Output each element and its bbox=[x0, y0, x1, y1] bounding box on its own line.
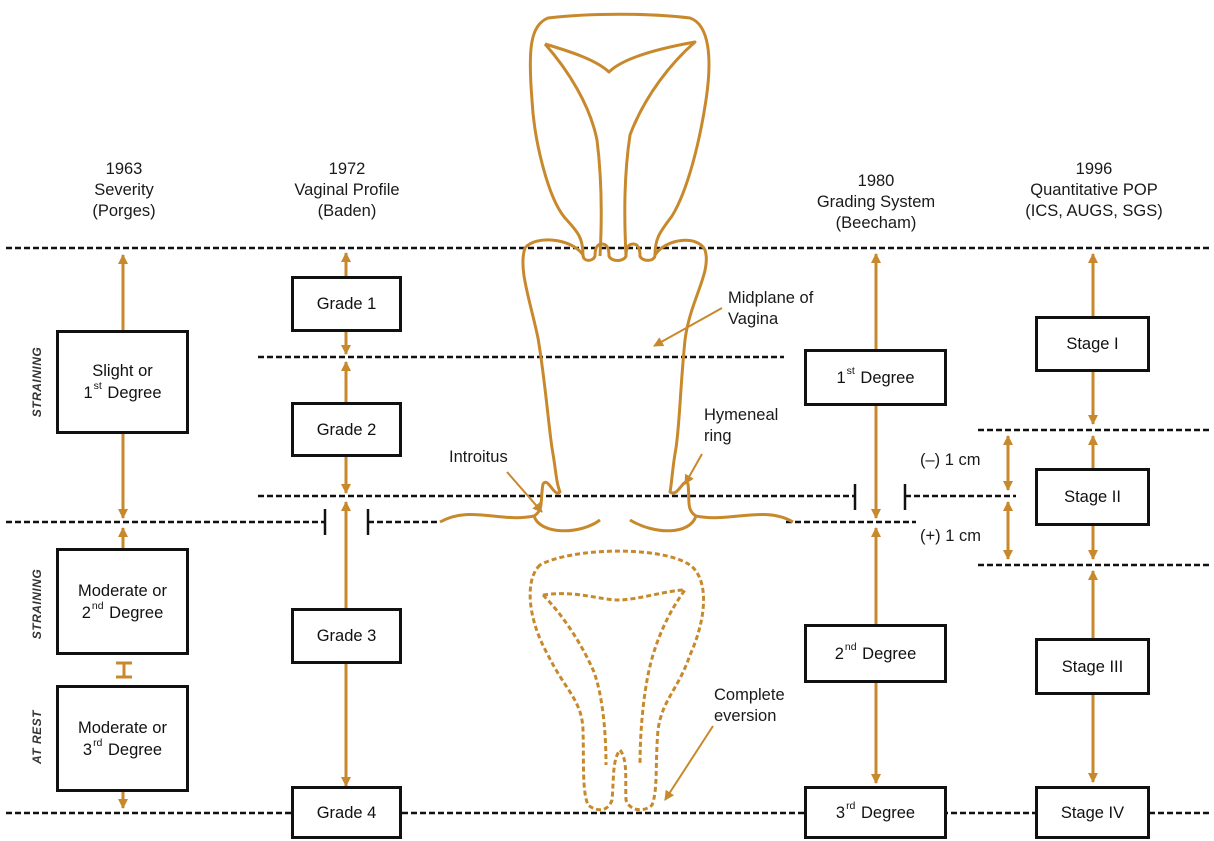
minus-1cm-label: (–) 1 cm bbox=[920, 451, 981, 469]
header-beecham-title: Grading System bbox=[816, 193, 936, 211]
popq-stage-4-box: Stage IV bbox=[1035, 786, 1150, 839]
header-porges-year: 1963 bbox=[105, 160, 143, 178]
header-porges: 1963 Severity (Porges) bbox=[48, 159, 200, 222]
header-beecham-year: 1980 bbox=[857, 172, 895, 190]
header-popq-author: (ICS, AUGS, SGS) bbox=[1025, 202, 1163, 220]
eversion-line2: eversion bbox=[714, 707, 777, 725]
header-baden-year: 1972 bbox=[328, 160, 366, 178]
porges-moderate-2nd-number: 2 bbox=[81, 603, 91, 622]
plus-1cm-label: (+) 1 cm bbox=[920, 527, 981, 545]
annotation-leaders bbox=[506, 307, 723, 801]
vaginal-wall bbox=[439, 238, 794, 524]
baden-grade-3-box: Grade 3 bbox=[291, 608, 402, 664]
beecham-1st-word: Degree bbox=[855, 368, 915, 387]
popq-stage-2-box: Stage II bbox=[1035, 468, 1150, 526]
porges-slight-degree-suffix: st bbox=[93, 380, 102, 392]
beecham-3rd-suffix: rd bbox=[846, 799, 856, 812]
popq-stage-3-box: Stage III bbox=[1035, 638, 1150, 695]
beecham-2nd-word: Degree bbox=[857, 644, 917, 663]
beecham-1st-number: 1 bbox=[836, 368, 846, 387]
midplane-annotation: Midplane of Vagina bbox=[728, 288, 813, 330]
introitus-curve bbox=[532, 515, 698, 533]
porges-moderate-3rd-suffix: rd bbox=[93, 736, 103, 749]
header-baden-author: (Baden) bbox=[317, 202, 377, 220]
header-porges-author: (Porges) bbox=[92, 202, 156, 220]
side-label-straining-upper: STRAINING bbox=[30, 346, 44, 418]
eversion-line1: Complete bbox=[714, 686, 785, 704]
uterus-outer bbox=[528, 12, 711, 262]
porges-moderate-3rd-line1: Moderate or bbox=[78, 718, 167, 737]
porges-moderate-2nd-suffix: nd bbox=[91, 599, 104, 612]
porges-moderate-3rd-word: Degree bbox=[103, 740, 163, 759]
porges-moderate-2nd-word: Degree bbox=[104, 603, 164, 622]
beecham-1st-suffix: st bbox=[846, 364, 855, 377]
baden-grade-2-box: Grade 2 bbox=[291, 402, 402, 457]
midplane-line1: Midplane of bbox=[728, 289, 814, 307]
hymeneal-line1: Hymeneal bbox=[704, 406, 779, 424]
header-popq: 1996 Quantitative POP (ICS, AUGS, SGS) bbox=[1004, 159, 1184, 222]
beecham-2nd-number: 2 bbox=[834, 644, 844, 663]
everted-uterus-outline bbox=[528, 549, 706, 812]
hymeneal-ring-annotation: Hymeneal ring bbox=[704, 405, 778, 447]
complete-eversion-annotation: Complete eversion bbox=[714, 685, 785, 727]
i-beam-connector bbox=[116, 661, 132, 679]
header-beecham-author: (Beecham) bbox=[835, 214, 917, 232]
porges-slight-line1: Slight or bbox=[92, 362, 153, 380]
side-label-straining-lower: STRAINING bbox=[30, 568, 44, 640]
baden-grade-1-box: Grade 1 bbox=[291, 276, 402, 332]
baden-grade-4-box: Grade 4 bbox=[291, 786, 402, 839]
popq-stage-1-box: Stage I bbox=[1035, 316, 1150, 372]
porges-slight-degree-number: 1 bbox=[83, 384, 93, 402]
header-porges-title: Severity bbox=[94, 181, 154, 199]
uterine-cavity bbox=[543, 40, 697, 257]
uterus-vagina-outline bbox=[439, 12, 794, 533]
side-label-at-rest: AT REST bbox=[30, 710, 44, 764]
midplane-line2: Vagina bbox=[728, 310, 779, 328]
header-beecham: 1980 Grading System (Beecham) bbox=[796, 171, 956, 234]
header-baden: 1972 Vaginal Profile (Baden) bbox=[267, 159, 427, 222]
range-arrows bbox=[118, 252, 1098, 809]
header-popq-year: 1996 bbox=[1075, 160, 1113, 178]
porges-moderate-2nd-line1: Moderate or bbox=[78, 581, 167, 600]
introitus-annotation: Introitus bbox=[449, 448, 508, 466]
hymeneal-line2: ring bbox=[704, 427, 732, 445]
beecham-2nd-suffix: nd bbox=[844, 640, 857, 653]
beecham-3rd-word: Degree bbox=[856, 803, 916, 822]
porges-slight-degree-word: Degree bbox=[102, 384, 162, 402]
header-popq-title: Quantitative POP bbox=[1030, 181, 1158, 199]
beecham-3rd-number: 3 bbox=[835, 803, 846, 822]
break-ticks bbox=[323, 484, 907, 535]
porges-moderate-3rd-number: 3 bbox=[82, 740, 93, 759]
header-baden-title: Vaginal Profile bbox=[294, 181, 400, 199]
